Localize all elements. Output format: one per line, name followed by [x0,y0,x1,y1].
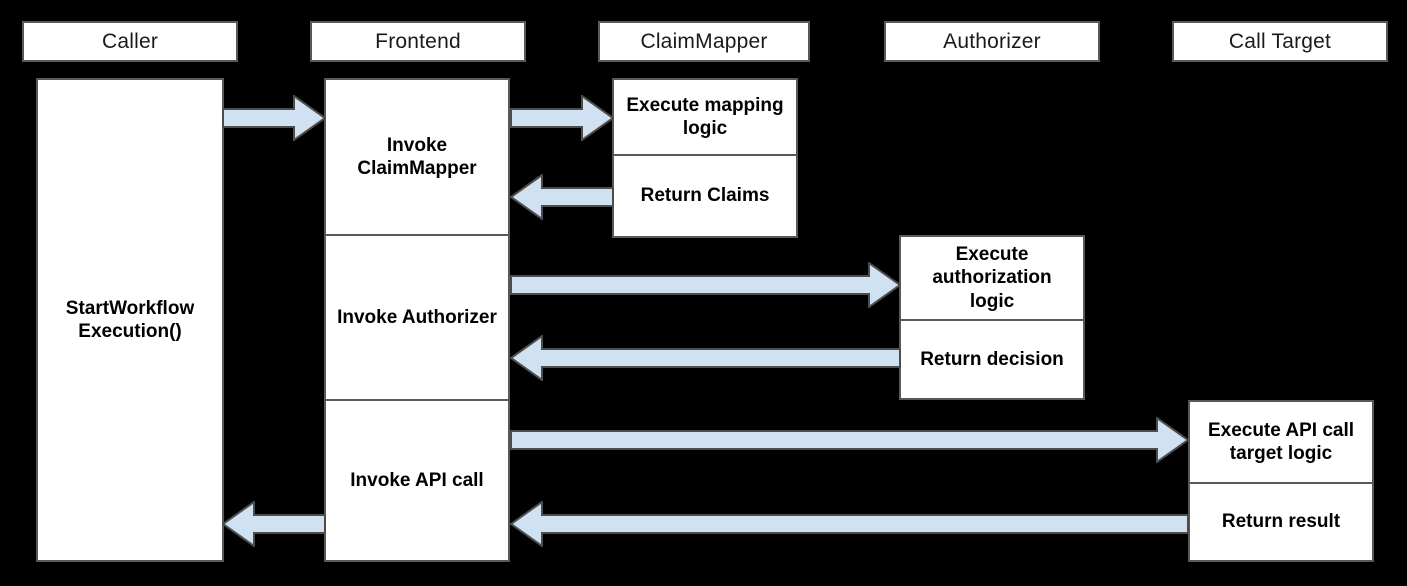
message-arrow-frontend-to-claimmapper [510,95,614,141]
activation-calltarget-execute: Execute API call target logic [1188,400,1374,483]
activation-claimmapper-return: Return Claims [612,155,798,238]
activation-claimmapper-return-label: Return Claims [640,185,770,207]
lane-header-authorizer-label: Authorizer [943,29,1041,53]
activation-calltarget-return-label: Return result [1221,511,1341,533]
message-arrow-claimmapper-to-frontend [510,174,614,220]
activation-authorizer-execute: Execute authorization logic [899,235,1085,320]
message-arrow-caller-to-frontend [222,95,326,141]
activation-authorizer-return-label: Return decision [920,348,1064,370]
activation-calltarget-return: Return result [1188,483,1374,562]
message-arrow-frontend-to-caller [222,501,326,547]
activation-frontend-authorizer: Invoke Authorizer [324,235,510,400]
activation-frontend-authorizer-label: Invoke Authorizer [337,306,497,328]
lane-header-caller-label: Caller [101,29,159,53]
lane-header-caller: Caller [22,21,238,62]
activation-caller-start: StartWorkflow Execution() [36,78,224,562]
activation-frontend-claimmapper-label: Invoke ClaimMapper [357,134,477,179]
activation-authorizer-execute-label: Execute authorization logic [932,244,1052,312]
activation-frontend-api: Invoke API call [324,400,510,562]
lane-header-claimmapper-label: ClaimMapper [640,29,768,53]
message-arrow-frontend-to-calltarget [510,417,1189,463]
lane-header-frontend-label: Frontend [375,29,461,53]
message-arrow-calltarget-to-frontend [510,501,1189,547]
message-arrow-authorizer-to-frontend [510,335,901,381]
lane-header-calltarget-label: Call Target [1228,29,1332,53]
lane-header-authorizer: Authorizer [884,21,1100,62]
activation-claimmapper-execute-label: Execute mapping logic [626,94,784,139]
activation-claimmapper-execute: Execute mapping logic [612,78,798,155]
activation-authorizer-return: Return decision [899,320,1085,400]
lane-header-frontend: Frontend [310,21,526,62]
lane-header-calltarget: Call Target [1172,21,1388,62]
activation-caller-start-label: StartWorkflow Execution() [65,297,195,342]
activation-calltarget-execute-label: Execute API call target logic [1207,419,1355,464]
message-arrow-frontend-to-authorizer [510,262,901,308]
activation-frontend-api-label: Invoke API call [350,469,484,491]
activation-frontend-claimmapper: Invoke ClaimMapper [324,78,510,235]
lane-header-claimmapper: ClaimMapper [598,21,810,62]
